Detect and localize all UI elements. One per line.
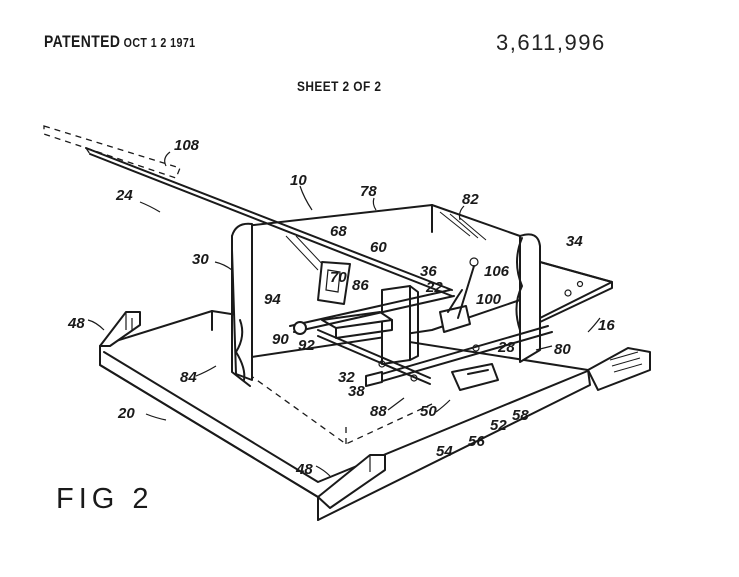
numeral-58: 58 [512,407,529,424]
numeral-68: 68 [330,223,347,240]
sheet-number: SHEET 2 OF 2 [297,78,382,94]
numeral-10: 10 [290,172,307,189]
numeral-36: 36 [420,263,437,280]
right-side-panel [515,233,541,363]
numeral-108: 108 [174,137,200,154]
numeral-84: 84 [180,369,197,386]
leader-lines [87,151,601,477]
numeral-24: 24 [115,187,133,204]
numeral-100: 100 [476,291,502,308]
numeral-60: 60 [370,239,387,256]
numeral-34: 34 [566,233,583,250]
numeral-106: 106 [484,263,510,280]
base-tray [99,310,651,521]
numeral-86: 86 [352,277,369,294]
patented-label: PATENTED [44,32,121,51]
patent-number: 3,611,996 [496,30,606,55]
numeral-78: 78 [360,183,377,200]
numeral-48-front: 48 [295,461,313,478]
reference-numerals: 108 10 78 82 24 68 60 36 106 34 30 70 86… [67,137,615,478]
shelf-plate [539,261,613,323]
numeral-90: 90 [272,331,289,348]
numeral-32: 32 [338,369,355,386]
figure-caption: FIG 2 [56,483,154,515]
numeral-80: 80 [554,341,571,358]
numeral-94: 94 [264,291,281,308]
numeral-52: 52 [490,417,507,434]
numeral-50: 50 [420,403,437,420]
numeral-30: 30 [192,251,209,268]
numeral-56: 56 [468,433,485,450]
numeral-20: 20 [117,405,135,422]
numeral-88: 88 [370,403,387,420]
numeral-22: 22 [425,279,443,296]
mechanism [289,257,553,391]
numeral-16: 16 [598,317,615,334]
numeral-54: 54 [436,443,453,460]
patented-date: OCT 1 2 1971 [123,35,196,50]
left-side-panel [231,222,253,387]
numeral-38: 38 [348,383,365,400]
numeral-70: 70 [330,269,347,286]
numeral-82: 82 [462,191,479,208]
numeral-92: 92 [298,337,315,354]
long-rod [43,125,453,297]
numeral-28: 28 [497,339,515,356]
numeral-48-left: 48 [67,315,85,332]
